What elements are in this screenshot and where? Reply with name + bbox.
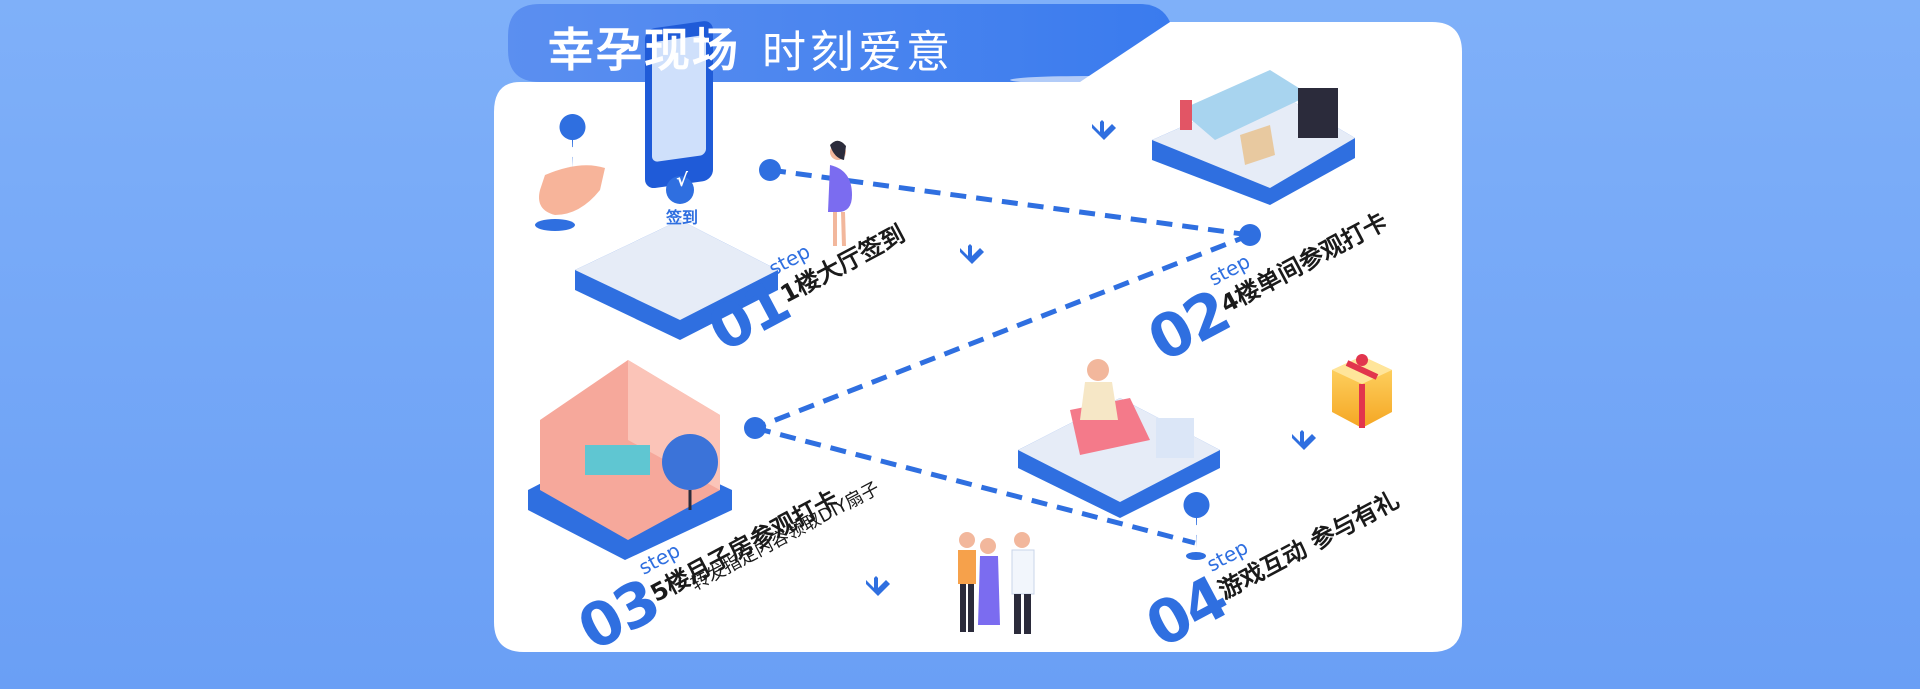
decor-arrows bbox=[866, 120, 1316, 596]
checkin-phone-illustration bbox=[535, 21, 778, 340]
phone-screen-text: √ 签到 bbox=[662, 172, 702, 228]
route-node-3 bbox=[744, 417, 766, 439]
father-sofa-illustration bbox=[1018, 359, 1220, 518]
gift-box-icon bbox=[1332, 354, 1392, 428]
maternity-room-illustration bbox=[528, 360, 732, 560]
family-doctor-illustration bbox=[958, 532, 1035, 634]
route-path bbox=[754, 167, 1251, 546]
page-title: 幸孕现场 bbox=[548, 23, 740, 77]
phone-label: 签到 bbox=[665, 208, 698, 227]
pregnant-woman-illustration bbox=[828, 140, 852, 247]
hospital-room-illustration bbox=[1152, 70, 1355, 205]
route-node-2 bbox=[1239, 224, 1261, 246]
check-icon: √ bbox=[675, 170, 688, 191]
location-pin-icon bbox=[1183, 492, 1210, 560]
route-node-1 bbox=[759, 159, 781, 181]
page-subtitle: 时刻爱意 bbox=[762, 27, 954, 78]
